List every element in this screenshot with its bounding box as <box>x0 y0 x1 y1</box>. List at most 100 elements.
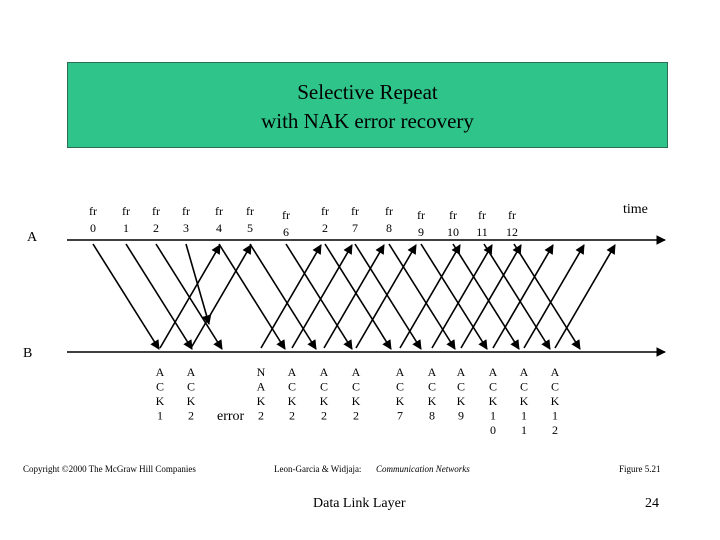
frame-label-top: fr <box>321 204 329 218</box>
ack-label-char: A <box>551 365 560 379</box>
frame-label-top: fr <box>385 204 393 218</box>
ack-label-char: 2 <box>353 409 359 423</box>
frame-label-top: fr <box>508 208 516 222</box>
frame-label-number: 2 <box>322 221 328 235</box>
ack-label-char: K <box>457 394 466 408</box>
ack-label-char: A <box>320 365 329 379</box>
station-b-label: B <box>23 346 33 361</box>
ack-label-char: 0 <box>490 423 496 437</box>
frame-label-number: 8 <box>386 221 392 235</box>
ack-arrow <box>492 244 554 349</box>
frame-arrow <box>285 243 353 350</box>
frame-label-number: 1 <box>123 221 129 235</box>
time-label: time <box>623 202 648 217</box>
ack-label-char: C <box>156 380 164 394</box>
ack-label-char: 2 <box>552 423 558 437</box>
error-label: error <box>217 409 245 424</box>
ack-label-char: A <box>428 365 437 379</box>
frame-label-number: 12 <box>506 225 518 239</box>
frame-arrow <box>249 243 317 350</box>
frame-label-top: fr <box>215 204 223 218</box>
ack-label-char: K <box>428 394 437 408</box>
frame-label-number: 0 <box>90 221 96 235</box>
ack-arrow <box>355 244 417 349</box>
ack-arrow <box>460 244 522 349</box>
ack-label-char: 2 <box>289 409 295 423</box>
frame-label-top: fr <box>351 204 359 218</box>
ack-label-char: 2 <box>188 409 194 423</box>
ack-label-char: K <box>320 394 329 408</box>
ack-arrow <box>291 244 353 349</box>
page-number: 24 <box>645 496 659 511</box>
ack-arrow <box>399 244 461 349</box>
ack-label-char: K <box>520 394 529 408</box>
ack-label-char: K <box>489 394 498 408</box>
ack-label-char: 1 <box>157 409 163 423</box>
title-line-2: with NAK error recovery <box>261 109 474 133</box>
frame-label-number: 4 <box>216 221 222 235</box>
ack-label-char: 1 <box>521 409 527 423</box>
ack-label-char: A <box>288 365 297 379</box>
ack-label-char: A <box>489 365 498 379</box>
ack-label-char: A <box>520 365 529 379</box>
ack-label-char: C <box>396 380 404 394</box>
frame-label-top: fr <box>182 204 190 218</box>
ack-label-char: C <box>457 380 465 394</box>
frame-arrow <box>513 243 581 350</box>
frame-label-number: 2 <box>153 221 159 235</box>
ack-label-char: C <box>352 380 360 394</box>
ack-arrow <box>523 244 585 349</box>
section-title: Data Link Layer <box>313 496 406 511</box>
ack-label-char: 1 <box>521 423 527 437</box>
ack-label-char: A <box>396 365 405 379</box>
frame-label-number: 7 <box>352 221 358 235</box>
frame-arrow <box>218 243 286 350</box>
ack-label-char: 2 <box>258 409 264 423</box>
ack-label-char: C <box>551 380 559 394</box>
ack-label-char: A <box>156 365 165 379</box>
ack-label-char: K <box>156 394 165 408</box>
frame-arrow <box>388 243 456 350</box>
ack-label-char: C <box>288 380 296 394</box>
frame-arrow <box>324 243 392 350</box>
frame-arrow <box>420 243 488 350</box>
ack-label-char: 1 <box>552 409 558 423</box>
frame-label-top: fr <box>246 204 254 218</box>
frame-label-number: 3 <box>183 221 189 235</box>
frame-arrow <box>155 243 223 350</box>
frame-label-number: 5 <box>247 221 253 235</box>
ack-label-char: C <box>428 380 436 394</box>
ack-label-char: N <box>257 365 266 379</box>
ack-arrow <box>190 244 252 349</box>
citation-book: Communication Networks <box>376 464 470 474</box>
ack-label-char: A <box>187 365 196 379</box>
frame-label-top: fr <box>449 208 457 222</box>
ack-label-char: K <box>257 394 266 408</box>
ack-arrow <box>431 244 493 349</box>
frame-label-top: fr <box>478 208 486 222</box>
ack-label-char: K <box>352 394 361 408</box>
citation-authors: Leon-Garcia & Widjaja: <box>274 464 362 474</box>
figure-number: Figure 5.21 <box>619 464 661 474</box>
ack-label-char: 9 <box>458 409 464 423</box>
ack-label-char: 7 <box>397 409 403 423</box>
frame-label-number: 11 <box>476 225 488 239</box>
ack-label-char: K <box>288 394 297 408</box>
copyright-text: Copyright ©2000 The McGraw Hill Companie… <box>23 464 196 474</box>
ack-label-char: C <box>320 380 328 394</box>
ack-label-char: 8 <box>429 409 435 423</box>
station-a-label: A <box>27 230 38 245</box>
frame-label-top: fr <box>282 208 290 222</box>
ack-label-char: A <box>457 365 466 379</box>
frame-arrow <box>92 243 160 350</box>
ack-arrow <box>323 244 385 349</box>
frame-label-top: fr <box>417 208 425 222</box>
nak-arrow <box>260 244 322 349</box>
title-line-1: Selective Repeat <box>297 80 438 104</box>
ack-label-char: A <box>257 380 266 394</box>
frame-label-number: 6 <box>283 225 289 239</box>
ack-label-char: 2 <box>321 409 327 423</box>
frame-arrow <box>125 243 193 350</box>
